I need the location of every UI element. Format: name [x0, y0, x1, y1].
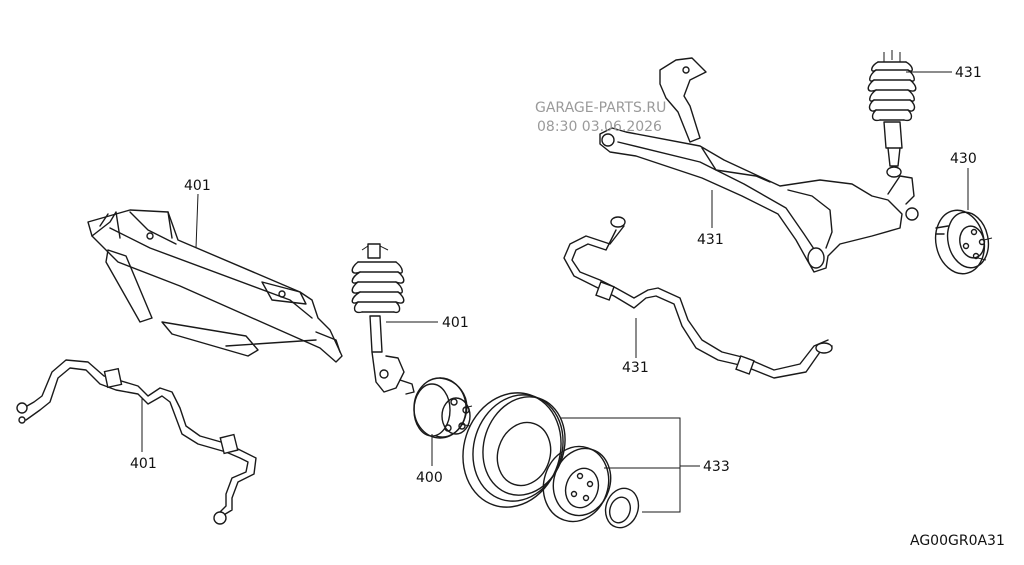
hub-cap — [604, 487, 640, 529]
callout-430-drum: 430 — [950, 151, 977, 167]
front-stabilizer-bar — [16, 359, 257, 525]
callout-433-wheel: 433 — [703, 459, 730, 475]
watermark-site: GARAGE-PARTS.RU — [535, 100, 666, 116]
callout-431-shock: 431 — [955, 65, 982, 81]
callout-400-hub: 400 — [416, 470, 443, 486]
front-crossmember — [87, 209, 343, 363]
rear-hub-drum — [934, 209, 993, 275]
callout-401-stabilizer: 401 — [130, 456, 157, 472]
callout-431-arm: 431 — [697, 232, 724, 248]
leader-lines — [141, 71, 969, 513]
diagram-reference-code: AG00GR0A31 — [910, 533, 1005, 549]
callout-401-strut: 401 — [442, 315, 469, 331]
rear-shock-absorber — [867, 50, 917, 178]
front-hub — [413, 377, 473, 439]
callout-431-stabilizer: 431 — [622, 360, 649, 376]
wheel-rim — [542, 445, 612, 523]
rear-suspension-arm — [599, 57, 919, 273]
rear-stabilizer-bar — [563, 216, 833, 379]
watermark-timestamp: 08:30 03.06.2026 — [537, 119, 662, 135]
callout-401-crossmember: 401 — [184, 178, 211, 194]
front-strut-assembly — [351, 243, 415, 395]
tire — [462, 392, 566, 508]
